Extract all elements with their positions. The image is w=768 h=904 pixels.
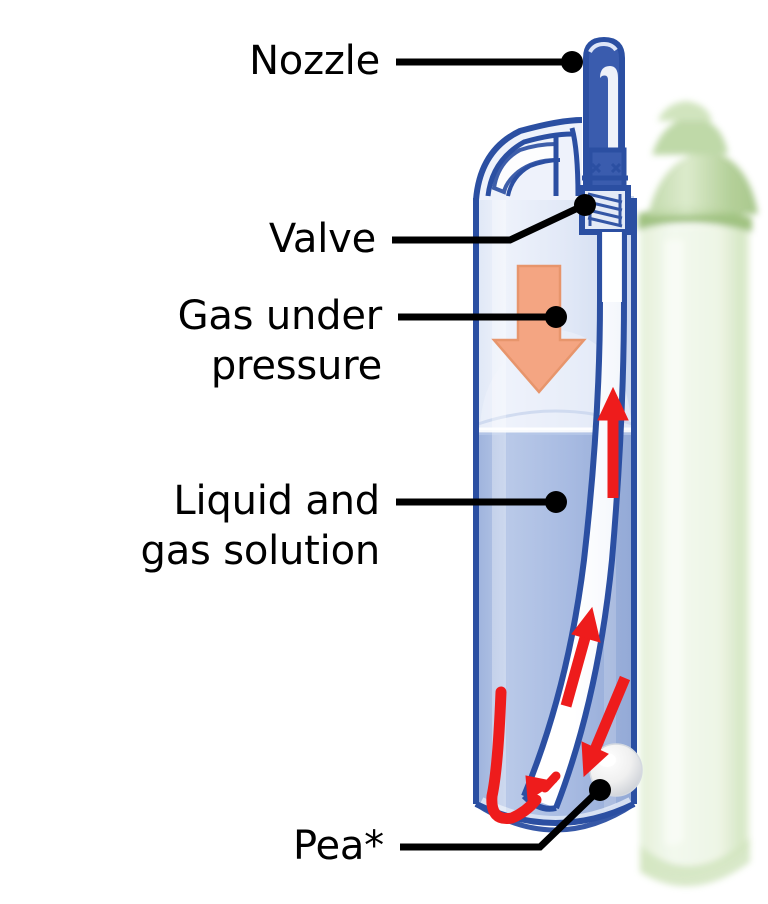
photo-green-can (638, 101, 758, 887)
flow-arrow-tube-entry (540, 771, 561, 793)
label-liquid-line1: Liquid and (173, 478, 380, 524)
flow-arrow-up-mid (560, 606, 601, 708)
nozzle-assembly (583, 36, 627, 199)
label-pea-text: Pea* (292, 823, 384, 869)
label-pea: Pea* (60, 821, 384, 871)
leader-dot-nozzle (561, 51, 583, 73)
leader-lines (392, 58, 597, 851)
leader-dot-pea (589, 779, 611, 801)
leader-pea (400, 792, 597, 851)
can-shoulder (473, 117, 583, 201)
label-nozzle-text: Nozzle (249, 38, 380, 84)
label-valve-text: Valve (268, 216, 376, 262)
label-gas-line2: pressure (210, 343, 382, 389)
valve-assembly (579, 160, 631, 235)
label-valve: Valve (40, 214, 376, 264)
label-liquid-gas-solution: Liquid and gas solution (10, 476, 381, 576)
pressure-arrow (491, 264, 587, 394)
dip-tube (521, 232, 627, 812)
leader-valve (392, 204, 580, 244)
label-liquid-line2: gas solution (140, 528, 381, 574)
flow-arrow-down-right (581, 675, 631, 778)
leader-dot-liquid (545, 491, 567, 513)
leader-dot-gas (545, 306, 567, 328)
flow-arrow-up-upper (597, 386, 629, 498)
label-gas-line1: Gas under (177, 293, 383, 339)
flow-arrows (486, 386, 631, 825)
label-nozzle: Nozzle (40, 36, 380, 86)
leader-dots (545, 51, 611, 801)
label-gas-under-pressure: Gas under pressure (20, 291, 383, 391)
leader-dot-valve (574, 194, 596, 216)
